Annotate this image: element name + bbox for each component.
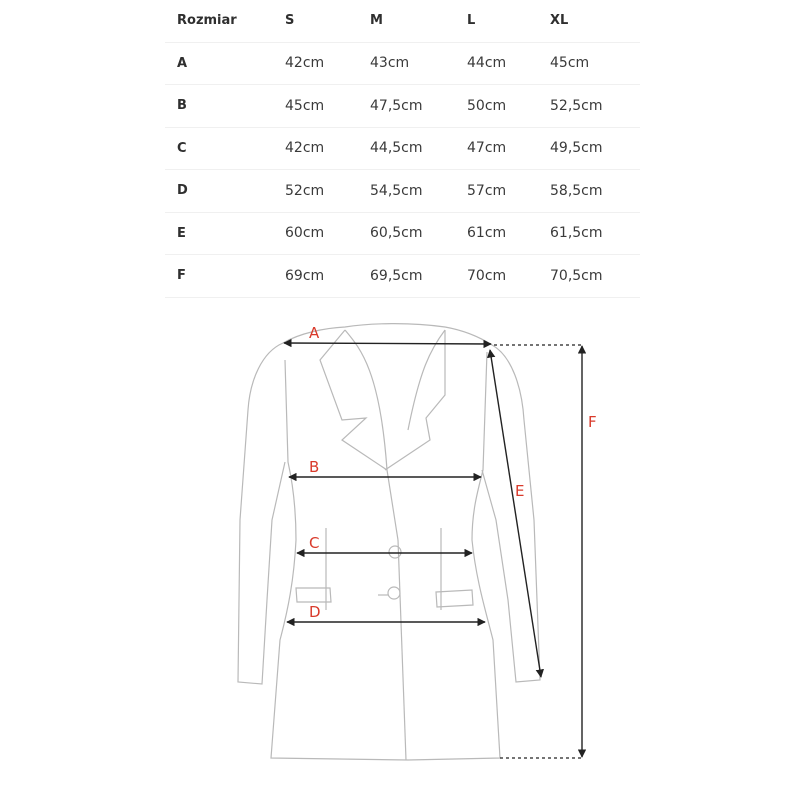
- table-cell: 70,5cm: [550, 254, 640, 298]
- size-chart-table: Rozmiar S M L XL A 42cm 43cm 44cm 45cm B…: [165, 0, 640, 298]
- table-row: C 42cm 44,5cm 47cm 49,5cm: [165, 127, 640, 170]
- table-row: E 60cm 60,5cm 61cm 61,5cm: [165, 212, 640, 255]
- table-cell: 45cm: [550, 42, 640, 85]
- collar-back: [282, 323, 493, 346]
- right-lapel: [384, 330, 446, 471]
- inner-collar: [344, 329, 446, 471]
- row-label: D: [165, 169, 285, 213]
- table-cell: 44,5cm: [370, 127, 467, 170]
- dimension-a-arrow: [283, 338, 492, 349]
- body-right-side: [407, 351, 501, 761]
- label-c: C: [309, 534, 319, 552]
- row-label: B: [165, 84, 285, 128]
- dimension-e-arrow: [487, 349, 544, 678]
- row-label: E: [165, 212, 285, 255]
- left-sleeve: [237, 342, 286, 685]
- table-cell: 49,5cm: [550, 127, 640, 170]
- table-cell: 58,5cm: [550, 169, 640, 213]
- table-cell: 57cm: [467, 169, 550, 213]
- table-cell: 60cm: [285, 212, 370, 255]
- label-a: A: [309, 324, 320, 342]
- table-cell: 52,5cm: [550, 84, 640, 128]
- table-row: F 69cm 69,5cm 70cm 70,5cm: [165, 254, 640, 298]
- row-label: C: [165, 127, 285, 170]
- table-cell: 61cm: [467, 212, 550, 255]
- header-size-xl: XL: [550, 0, 640, 43]
- label-d: D: [309, 603, 321, 621]
- label-b: B: [309, 458, 319, 476]
- table-cell: 60,5cm: [370, 212, 467, 255]
- table-cell: 42cm: [285, 42, 370, 85]
- table-cell: 45cm: [285, 84, 370, 128]
- table-cell: 44cm: [467, 42, 550, 85]
- table-row: D 52cm 54,5cm 57cm 58,5cm: [165, 169, 640, 213]
- table-row: B 45cm 47,5cm 50cm 52,5cm: [165, 84, 640, 128]
- table-cell: 52cm: [285, 169, 370, 213]
- table-cell: 69cm: [285, 254, 370, 298]
- header-size-l: L: [467, 0, 550, 43]
- table-cell: 70cm: [467, 254, 550, 298]
- table-cell: 43cm: [370, 42, 467, 85]
- right-pocket: [435, 589, 474, 608]
- header-rozmiar: Rozmiar: [165, 0, 285, 43]
- table-cell: 54,5cm: [370, 169, 467, 213]
- table-cell: 69,5cm: [370, 254, 467, 298]
- blazer-outline: [237, 323, 541, 761]
- button-top: [388, 545, 402, 559]
- table-cell: 61,5cm: [550, 212, 640, 255]
- row-label: A: [165, 42, 285, 85]
- table-cell: 47cm: [467, 127, 550, 170]
- header-size-m: M: [370, 0, 467, 43]
- button-bottom: [387, 586, 401, 600]
- label-e: E: [515, 482, 524, 500]
- front-placket: [397, 539, 407, 761]
- left-pocket: [295, 587, 332, 603]
- table-cell: 50cm: [467, 84, 550, 128]
- label-f: F: [588, 413, 597, 431]
- left-lapel: [319, 329, 399, 541]
- table-row: A 42cm 43cm 44cm 45cm: [165, 42, 640, 85]
- body-left-side: [270, 359, 409, 761]
- header-size-s: S: [285, 0, 370, 43]
- table-cell: 42cm: [285, 127, 370, 170]
- table-cell: 47,5cm: [370, 84, 467, 128]
- row-label: F: [165, 254, 285, 298]
- table-header-row: Rozmiar S M L XL: [165, 0, 640, 43]
